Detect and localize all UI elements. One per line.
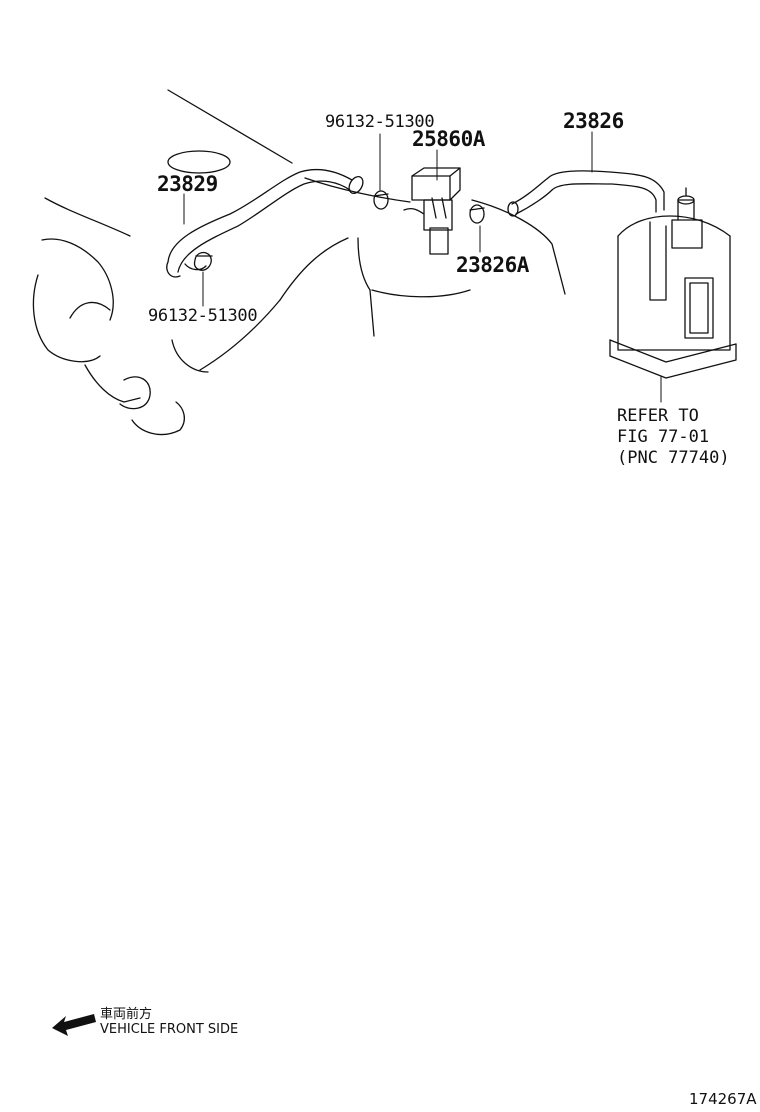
callout-23829: 23829 <box>157 172 218 196</box>
arrow-left-icon <box>52 1014 96 1036</box>
callout-25860A: 25860A <box>412 127 485 151</box>
clamp-96132-bottom <box>193 251 213 271</box>
figure-number: 174267A <box>689 1090 757 1108</box>
hose-23826 <box>507 170 665 217</box>
hose-23829 <box>166 168 364 278</box>
charcoal-canister <box>609 187 737 379</box>
reference-line-2: FIG 77-01 <box>617 427 710 447</box>
reference-note: REFER TO FIG 77-01 (PNC 77740) <box>617 406 730 469</box>
legend-english: VEHICLE FRONT SIDE <box>100 1022 239 1037</box>
callout-23826A: 23826A <box>456 253 529 277</box>
leader-lines <box>183 131 662 403</box>
legend-japanese: 車両前方 <box>100 1007 153 1022</box>
clamp-96132-top <box>373 190 389 210</box>
callout-96132-bottom: 96132-51300 <box>148 306 258 326</box>
callout-96132-top: 96132-51300 <box>325 112 435 132</box>
reference-line-1: REFER TO <box>617 406 699 426</box>
callout-23826: 23826 <box>563 109 624 133</box>
vsv-valve-25860A <box>403 167 461 255</box>
clamp-23826A <box>469 204 485 224</box>
reference-line-3: (PNC 77740) <box>617 448 730 468</box>
